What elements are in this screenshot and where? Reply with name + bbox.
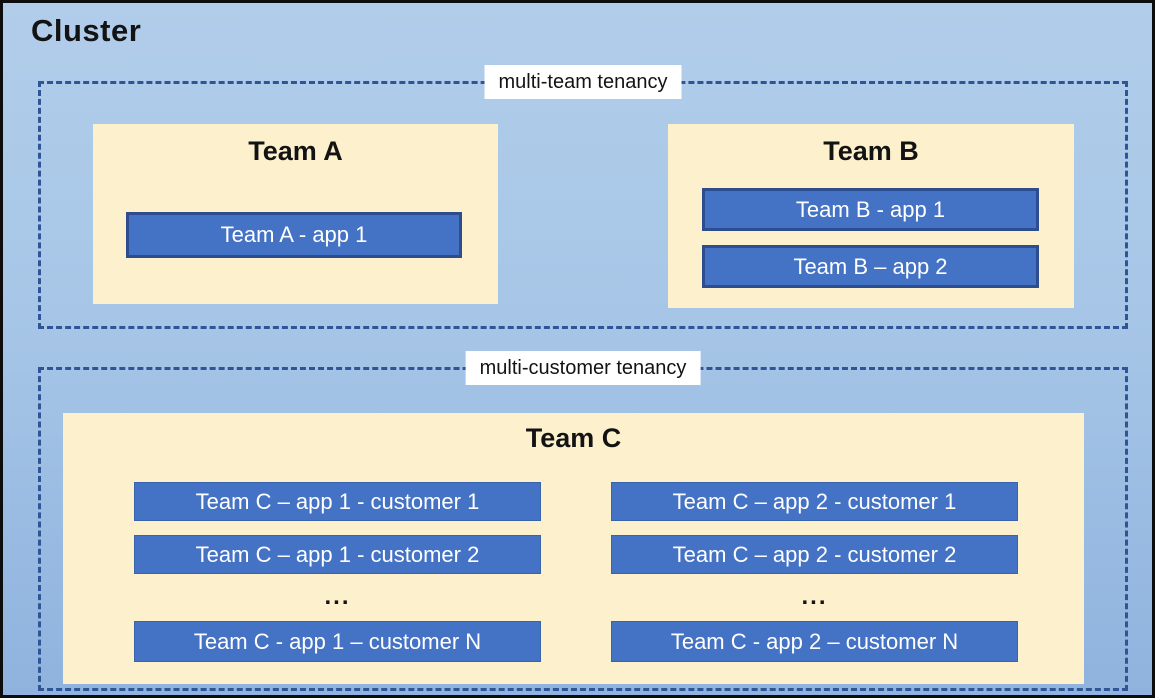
team-a-app-1-box: Team A - app 1 <box>126 212 462 258</box>
team-a-box: Team A Team A - app 1 <box>93 124 498 304</box>
team-b-title: Team B <box>823 136 919 166</box>
team-c-title: Team C <box>525 423 622 453</box>
team-c-app2-customer-1-box: Team C – app 2 - customer 1 <box>611 482 1018 521</box>
team-c-app1-ellipsis: ... <box>324 583 351 610</box>
team-c-app2-column: Team C – app 2 - customer 1 Team C – app… <box>611 413 1018 684</box>
team-b-box: Team B Team B - app 1 Team B – app 2 <box>668 124 1074 308</box>
team-c-app2-customer-n-box: Team C - app 2 – customer N <box>611 621 1018 662</box>
section-multi-customer-tenancy: multi-customer tenancy Team C Team C – a… <box>38 351 1128 691</box>
section-label-multi-customer: multi-customer tenancy <box>465 351 701 385</box>
team-c-app1-customer-1-box: Team C – app 1 - customer 1 <box>134 482 541 521</box>
team-b-app-2-box: Team B – app 2 <box>702 245 1039 288</box>
team-c-app1-customer-n-box: Team C - app 1 – customer N <box>134 621 541 662</box>
team-a-title: Team A <box>248 136 343 166</box>
team-c-app1-customer-2-box: Team C – app 1 - customer 2 <box>134 535 541 574</box>
section-label-multi-team: multi-team tenancy <box>484 65 682 99</box>
team-b-app-1-box: Team B - app 1 <box>702 188 1039 231</box>
cluster-title: Cluster <box>31 13 142 48</box>
team-c-app2-ellipsis: ... <box>801 583 828 610</box>
section-multi-team-tenancy: multi-team tenancy Team A Team A - app 1… <box>38 65 1128 329</box>
team-c-app1-column: Team C – app 1 - customer 1 Team C – app… <box>134 413 541 684</box>
team-c-box: Team C Team C – app 1 - customer 1 Team … <box>63 413 1084 684</box>
team-c-app2-customer-2-box: Team C – app 2 - customer 2 <box>611 535 1018 574</box>
